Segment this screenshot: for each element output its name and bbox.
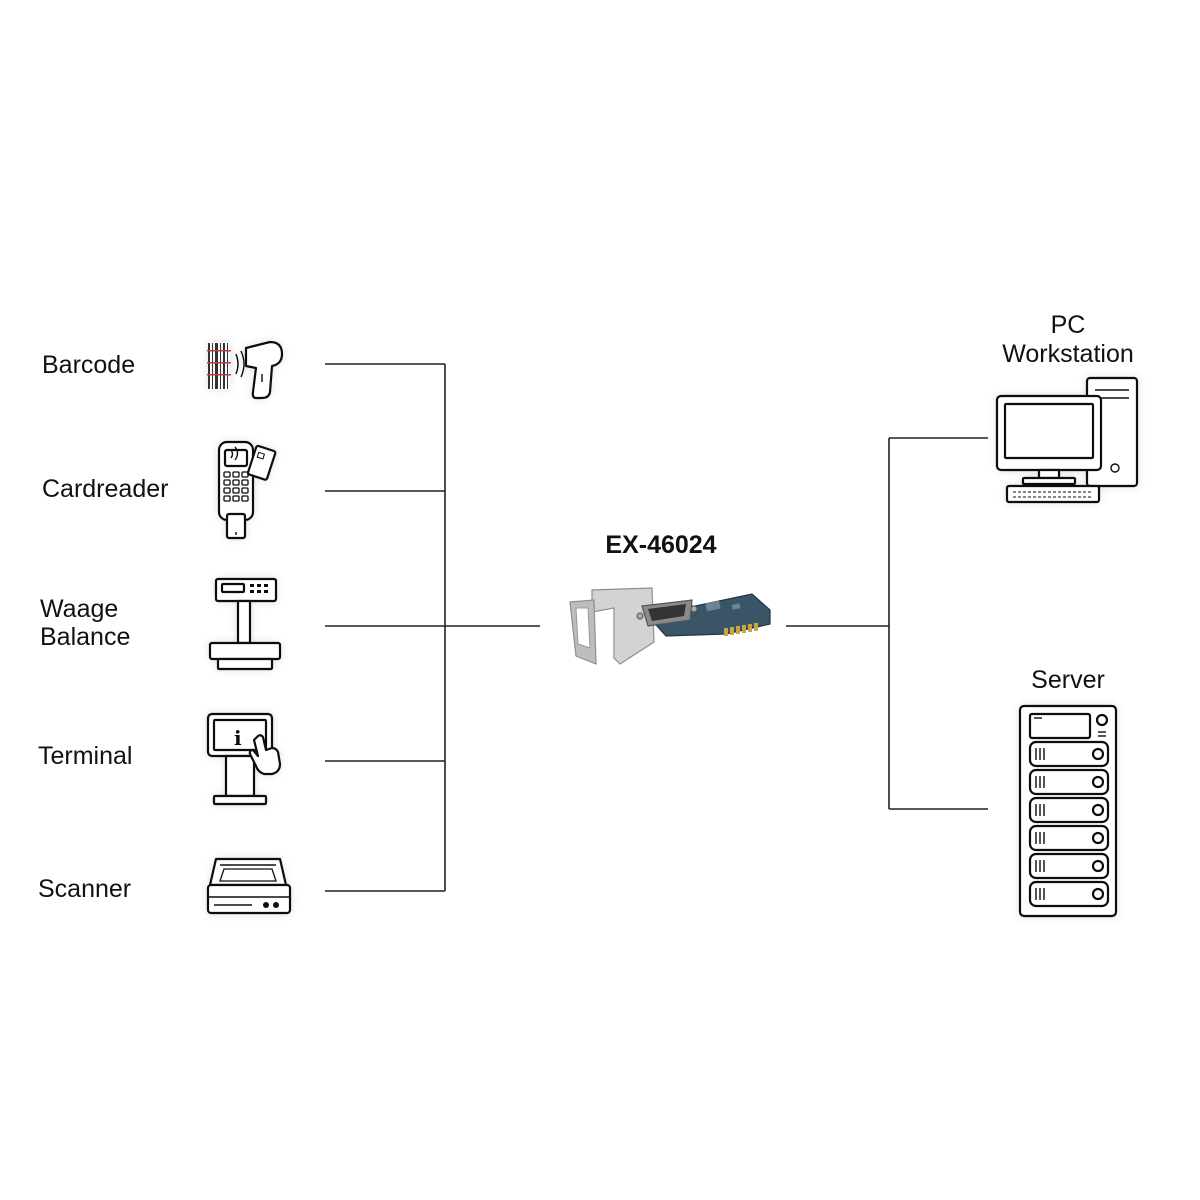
svg-text:i: i — [234, 726, 242, 750]
label-barcode: Barcode — [42, 351, 135, 379]
connection-lines — [325, 363, 988, 892]
desktop-computer-icon — [995, 376, 1139, 504]
label-scale-line1: Waage — [40, 595, 118, 623]
flatbed-scanner-icon — [206, 857, 292, 915]
barcode-scanner-icon — [207, 340, 284, 400]
label-scale-line2: Balance — [40, 623, 130, 651]
label-pc-line2: Workstation — [1002, 340, 1134, 368]
label-scanner: Scanner — [38, 875, 131, 903]
label-card-model: EX-46024 — [605, 531, 716, 559]
server-rack-icon — [1018, 704, 1118, 918]
info-kiosk-icon: i — [206, 712, 282, 806]
label-server: Server — [1031, 666, 1105, 694]
label-cardreader: Cardreader — [42, 475, 168, 503]
pcie-serial-card-icon — [569, 587, 771, 665]
label-terminal: Terminal — [38, 742, 132, 770]
card-terminal-icon — [217, 440, 277, 540]
label-pc-line1: PC — [1051, 311, 1086, 339]
weighing-scale-icon — [208, 577, 282, 671]
